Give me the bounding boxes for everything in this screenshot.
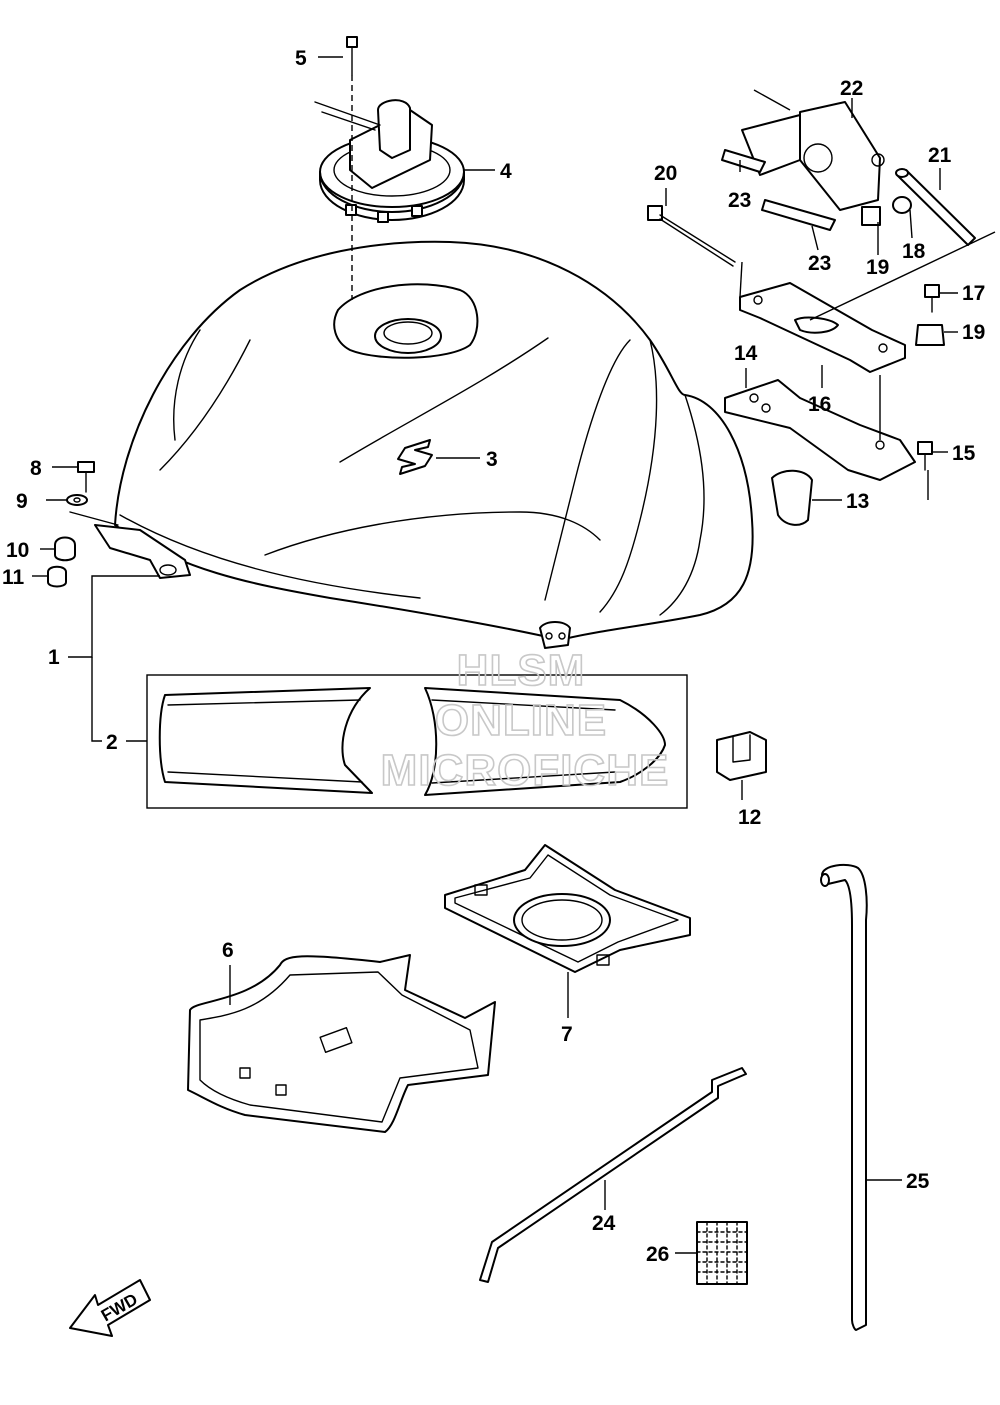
emblem-mark bbox=[397, 439, 433, 475]
callout-2: 2 bbox=[106, 731, 118, 754]
callout-15: 15 bbox=[952, 442, 976, 465]
tank-mount-hardware bbox=[47, 461, 119, 588]
decal-set bbox=[146, 674, 688, 809]
callout-8: 8 bbox=[30, 457, 42, 480]
callout-23-upper: 23 bbox=[728, 189, 751, 212]
callout-26: 26 bbox=[646, 1243, 669, 1266]
fwd-arrow: FWD bbox=[69, 1279, 151, 1337]
heat-insulator-upper bbox=[444, 844, 691, 973]
callout-5: 5 bbox=[295, 47, 307, 70]
callout-11: 11 bbox=[2, 566, 25, 589]
callout-10: 10 bbox=[6, 539, 29, 562]
heat-insulator-lower bbox=[187, 954, 496, 1133]
callout-14: 14 bbox=[734, 342, 758, 365]
callout-20: 20 bbox=[654, 162, 677, 185]
drain-hose bbox=[479, 1067, 747, 1283]
callout-7: 7 bbox=[561, 1023, 573, 1046]
rear-mount-bracket bbox=[647, 89, 996, 781]
callout-4: 4 bbox=[500, 160, 512, 183]
watermark: HLSM ONLINE MICROFICHE bbox=[380, 645, 670, 796]
callout-9: 9 bbox=[16, 490, 28, 513]
breather-hose bbox=[820, 863, 868, 1331]
callout-12: 12 bbox=[738, 806, 761, 829]
watermark-line-1: HLSM bbox=[457, 646, 586, 695]
callout-18: 18 bbox=[902, 240, 926, 263]
callout-21: 21 bbox=[928, 144, 952, 167]
callout-23-lower: 23 bbox=[808, 252, 831, 275]
callout-25: 25 bbox=[906, 1170, 930, 1193]
fuel-cap bbox=[314, 99, 465, 223]
leader-lines bbox=[32, 56, 958, 1254]
watermark-line-3: MICROFICHE bbox=[381, 746, 670, 795]
callout-labels: 1 2 3 4 5 6 7 8 9 10 11 12 13 14 15 16 1… bbox=[2, 47, 985, 1266]
callout-22: 22 bbox=[840, 77, 863, 100]
watermark-line-2: ONLINE bbox=[435, 696, 607, 745]
callout-6: 6 bbox=[222, 939, 234, 962]
callout-24: 24 bbox=[592, 1212, 616, 1235]
callout-19-lower: 19 bbox=[866, 256, 889, 279]
callout-1: 1 bbox=[48, 646, 60, 669]
adhesive-pad bbox=[696, 1221, 748, 1285]
fuel-tank bbox=[94, 240, 754, 649]
callout-17: 17 bbox=[962, 282, 985, 305]
callout-13: 13 bbox=[846, 490, 869, 513]
callout-16: 16 bbox=[808, 393, 831, 416]
callout-19-right: 19 bbox=[962, 321, 985, 344]
cap-screw bbox=[346, 36, 358, 300]
callout-3: 3 bbox=[486, 448, 498, 471]
